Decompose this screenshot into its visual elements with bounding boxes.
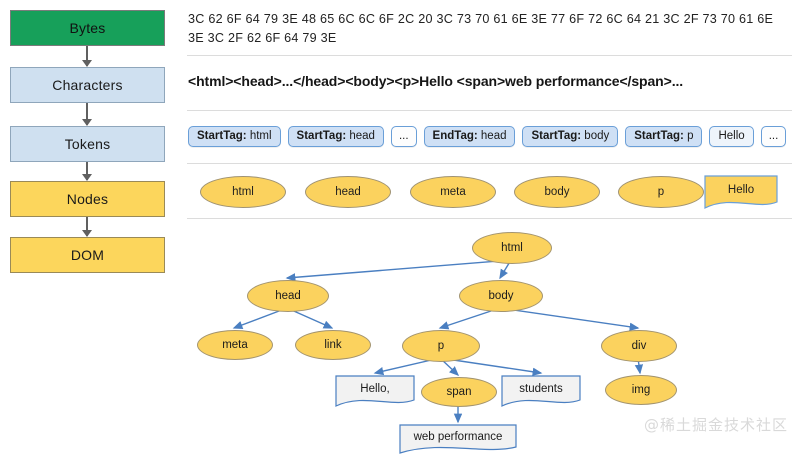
tree-edge [499, 307, 640, 331]
stage-label: DOM [70, 247, 105, 263]
token-value: ... [398, 130, 409, 142]
token-kind: StartTag: [531, 130, 582, 142]
node-label: html [232, 186, 254, 198]
tree-node-label: Hello, [360, 383, 390, 395]
tree-element-node: img [605, 375, 677, 405]
node-ellipse: body [514, 176, 600, 208]
tree-node-label: body [488, 290, 514, 302]
token-chip: Hello [709, 126, 754, 147]
tree-node-label: meta [222, 339, 248, 351]
divider-tokens [187, 163, 792, 164]
token-value: head [346, 130, 375, 142]
tree-node-label: web performance [413, 431, 503, 443]
arrow-nodes-to-dom [82, 217, 92, 237]
arrow-characters-to-tokens [82, 103, 92, 126]
token-chip: StartTag: head [287, 126, 384, 147]
token-value: head [477, 130, 507, 142]
arrow-tokens-to-nodes [82, 162, 92, 181]
token-chip: ... [760, 126, 787, 147]
tree-element-node: link [295, 330, 371, 360]
stage-box-dom: DOM [10, 237, 165, 273]
token-chip: StartTag: html [188, 126, 281, 147]
watermark: @稀土掘金技术社区 [643, 416, 788, 434]
tree-element-node: head [247, 280, 329, 312]
tree-element-node: span [421, 377, 497, 407]
token-value: p [683, 130, 694, 142]
divider-characters [187, 110, 792, 111]
token-chip: StartTag: body [522, 126, 619, 147]
diagram-canvas: Bytes Characters Tokens Nodes DOM 3C 62 … [10, 10, 800, 454]
tree-node-label: img [631, 384, 651, 396]
tree-node-label: div [631, 340, 647, 352]
stage-box-bytes: Bytes [10, 10, 165, 46]
tree-element-node: div [601, 330, 677, 362]
tree-node-label: link [324, 339, 342, 351]
node-ellipse: p [618, 176, 704, 208]
node-label: head [335, 186, 361, 198]
token-chip: ... [390, 126, 417, 147]
token-value: body [581, 130, 610, 142]
tree-node-label: span [446, 386, 472, 398]
characters-markup-text: <html><head>...</head><body><p>Hello <sp… [188, 73, 684, 89]
token-kind: StartTag: [296, 130, 347, 142]
divider-nodes [187, 218, 792, 219]
tree-element-node: body [459, 280, 543, 312]
node-label: p [657, 186, 665, 198]
stage-box-characters: Characters [10, 67, 165, 103]
node-list: html head meta body p Hello [188, 174, 793, 212]
token-value: html [246, 130, 272, 142]
tree-node-label: students [519, 383, 563, 395]
node-label: body [544, 186, 570, 198]
tree-text-node: Hello, [335, 375, 415, 407]
tree-node-label: p [437, 340, 445, 352]
stage-label: Tokens [64, 136, 111, 152]
tree-element-node: html [472, 232, 552, 264]
token-kind: StartTag: [634, 130, 684, 142]
bytes-hex-text: 3C 62 6F 64 79 3E 48 65 6C 6C 6F 2C 20 3… [188, 12, 774, 45]
node-ellipse: html [200, 176, 286, 208]
divider-bytes [187, 55, 792, 56]
node-label: Hello [727, 184, 755, 196]
stage-label: Nodes [66, 191, 109, 207]
tree-text-node: web performance [399, 424, 517, 454]
token-value: Hello [718, 130, 745, 142]
tree-element-node: meta [197, 330, 273, 360]
node-label: meta [440, 186, 466, 198]
tree-element-node: p [402, 330, 480, 362]
token-chip: EndTag: head [423, 126, 516, 147]
stage-label: Bytes [69, 20, 106, 36]
node-ellipse: head [305, 176, 391, 208]
tree-edge [285, 259, 512, 282]
tree-text-node: students [501, 375, 581, 407]
arrow-bytes-to-characters [82, 46, 92, 67]
node-ellipse: meta [410, 176, 496, 208]
token-kind: EndTag: [432, 130, 478, 142]
stage-box-tokens: Tokens [10, 126, 165, 162]
tree-node-label: head [275, 290, 301, 302]
stage-label: Characters [52, 77, 123, 93]
node-text-box: Hello [704, 175, 778, 209]
tree-node-label: html [501, 242, 523, 254]
stage-box-nodes: Nodes [10, 181, 165, 217]
token-chip: StartTag: p [625, 126, 703, 147]
token-kind: StartTag: [197, 130, 247, 142]
token-value: ... [768, 130, 779, 142]
